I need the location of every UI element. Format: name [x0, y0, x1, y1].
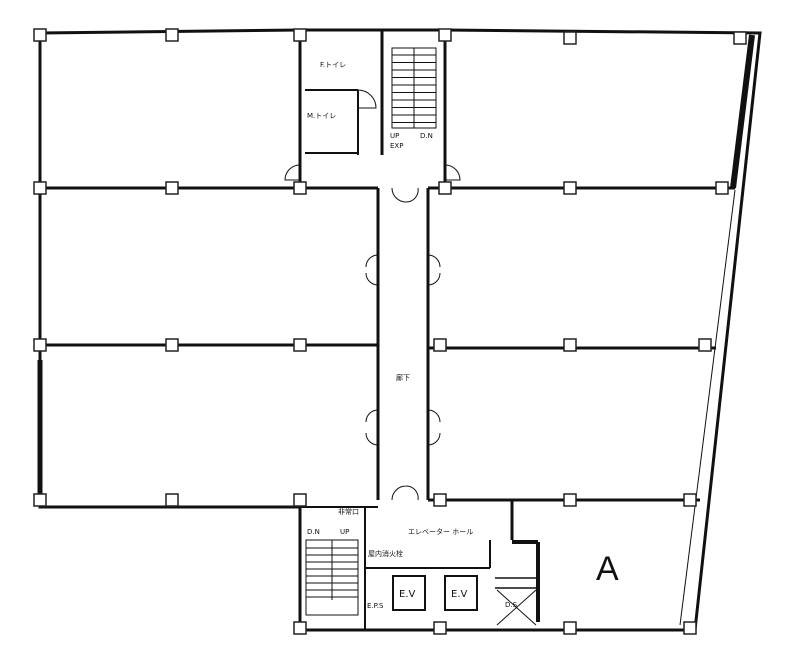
column [293, 181, 307, 195]
label-stair-dn: D.N [420, 132, 433, 140]
label-stair-bottom-up: UP [340, 528, 349, 536]
label-stair-exp: EXP [390, 142, 403, 150]
label-ev-2: E.V [451, 589, 467, 600]
label-emergency-exit: 非常口 [338, 507, 359, 516]
column [33, 338, 47, 352]
columns [33, 28, 747, 635]
label-corridor: 廊下 [396, 373, 410, 382]
column [698, 338, 712, 352]
column [165, 493, 179, 507]
column [433, 621, 447, 635]
column [165, 28, 179, 42]
label-stair-bottom-dn: D.N [307, 528, 320, 536]
column [438, 28, 452, 42]
column [293, 28, 307, 42]
column [563, 493, 577, 507]
label-f-toilet: F.トイレ [320, 61, 346, 69]
column [563, 31, 577, 45]
elevator-2 [444, 575, 478, 611]
label-unit-a: A [596, 550, 619, 588]
column [563, 338, 577, 352]
column [563, 621, 577, 635]
column [33, 493, 47, 507]
label-stair-up: UP [390, 132, 399, 140]
label-m-toilet: M.トイレ [307, 112, 336, 120]
column [683, 621, 697, 635]
column [165, 181, 179, 195]
column [438, 181, 452, 195]
labels: F.トイレ M.トイレ UP D.N EXP 廊下 非常口 D.N UP エレベ… [307, 61, 619, 610]
elevators [392, 575, 478, 611]
elevator-1 [392, 575, 426, 611]
column [563, 181, 577, 195]
column [433, 338, 447, 352]
column [33, 28, 47, 42]
label-ds: D.S [505, 601, 518, 609]
column [293, 493, 307, 507]
label-hydrant: 屋内消火栓 [368, 549, 403, 558]
column [33, 181, 47, 195]
column [433, 493, 447, 507]
label-ev-1: E.V [399, 589, 415, 600]
column [733, 31, 747, 45]
stairs [305, 47, 437, 616]
doors [284, 89, 461, 501]
outer-walls [37, 28, 762, 632]
column [683, 493, 697, 507]
label-elevator-hall: エレベーター ホール [408, 527, 473, 536]
column [293, 621, 307, 635]
column [715, 181, 729, 195]
column [293, 338, 307, 352]
label-eps: E.P.S [367, 602, 384, 610]
interior-walls [40, 30, 735, 630]
column [165, 338, 179, 352]
